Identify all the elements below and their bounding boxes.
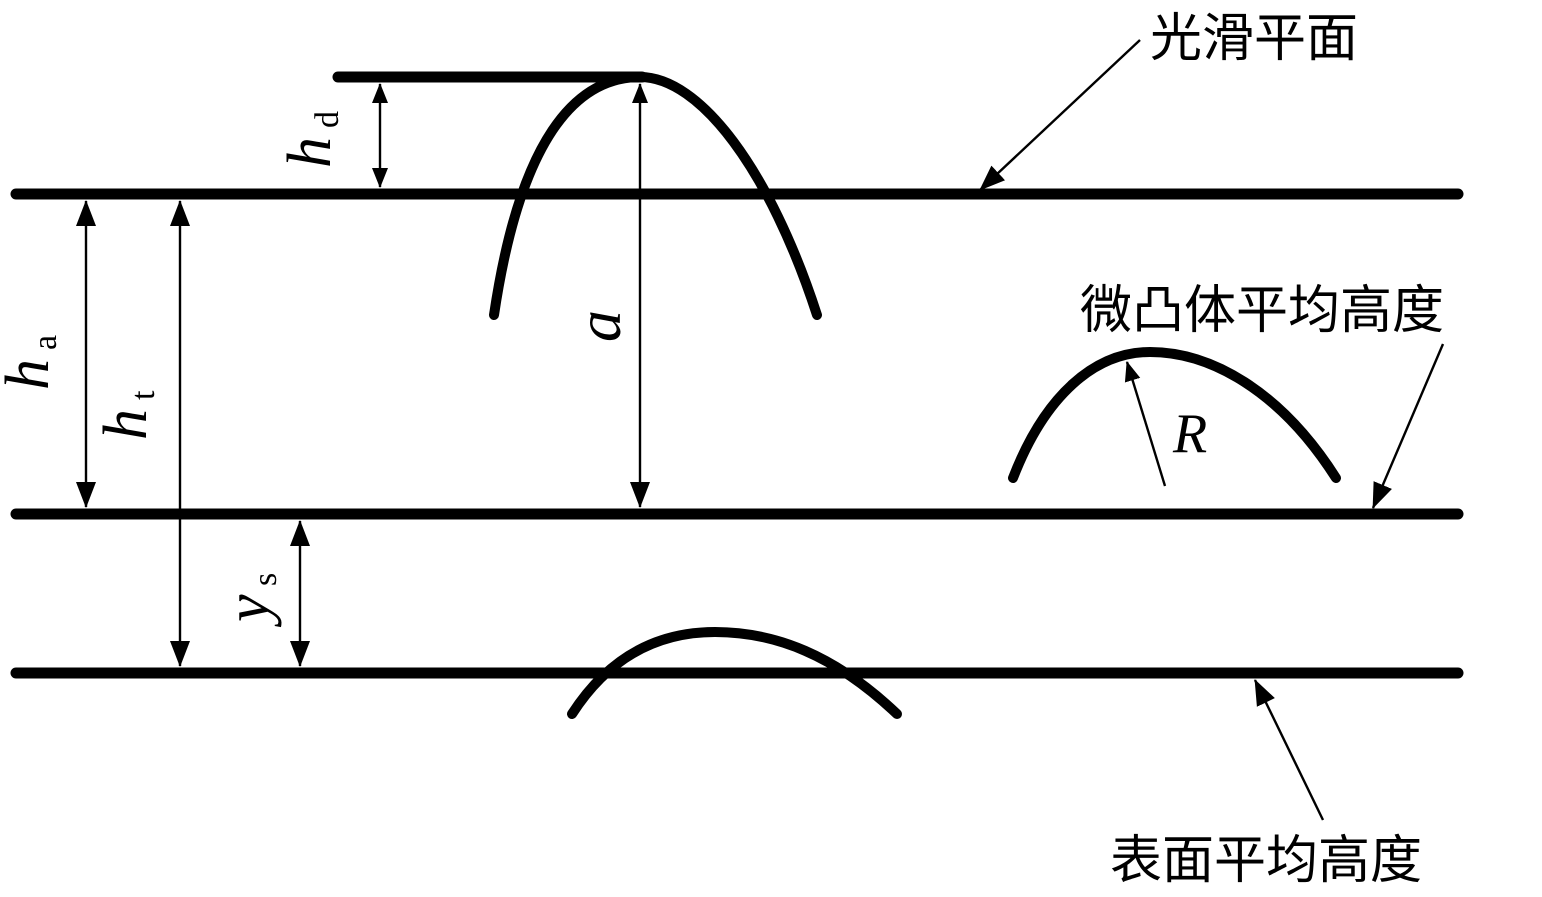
svg-text:y: y xyxy=(214,594,282,628)
svg-text:a: a xyxy=(27,335,64,350)
y-s-symbol: y s xyxy=(214,573,284,628)
svg-text:s: s xyxy=(247,573,284,586)
contacting-asperity-curve xyxy=(489,71,822,320)
h-a-symbol: h a xyxy=(0,335,64,390)
smooth-plane-leader-arrow xyxy=(979,39,1141,191)
surface-mean-height-leader-arrow xyxy=(1253,679,1325,821)
svg-text:h: h xyxy=(92,409,160,440)
asperity-mean-height-label: 微凸体平均高度 xyxy=(1080,281,1444,341)
h-d-symbol: h d xyxy=(276,111,346,168)
svg-text:h: h xyxy=(276,137,344,168)
asperity-curve-right xyxy=(1008,346,1341,483)
asperity-curve-bottom xyxy=(567,626,902,719)
a-symbol: a xyxy=(563,310,634,342)
svg-text:a: a xyxy=(563,310,634,342)
svg-text:d: d xyxy=(309,111,346,128)
svg-text:t: t xyxy=(125,390,162,400)
smooth-plane-label: 光滑平面 xyxy=(1150,9,1358,69)
surface-mean-height-label: 表面平均高度 xyxy=(1110,831,1422,891)
R-symbol: R xyxy=(1172,403,1207,465)
svg-text:h: h xyxy=(0,359,62,390)
asperity-mean-height-leader-arrow xyxy=(1371,343,1445,509)
h-t-symbol: h t xyxy=(92,390,162,440)
radius-arrow xyxy=(1124,361,1167,487)
